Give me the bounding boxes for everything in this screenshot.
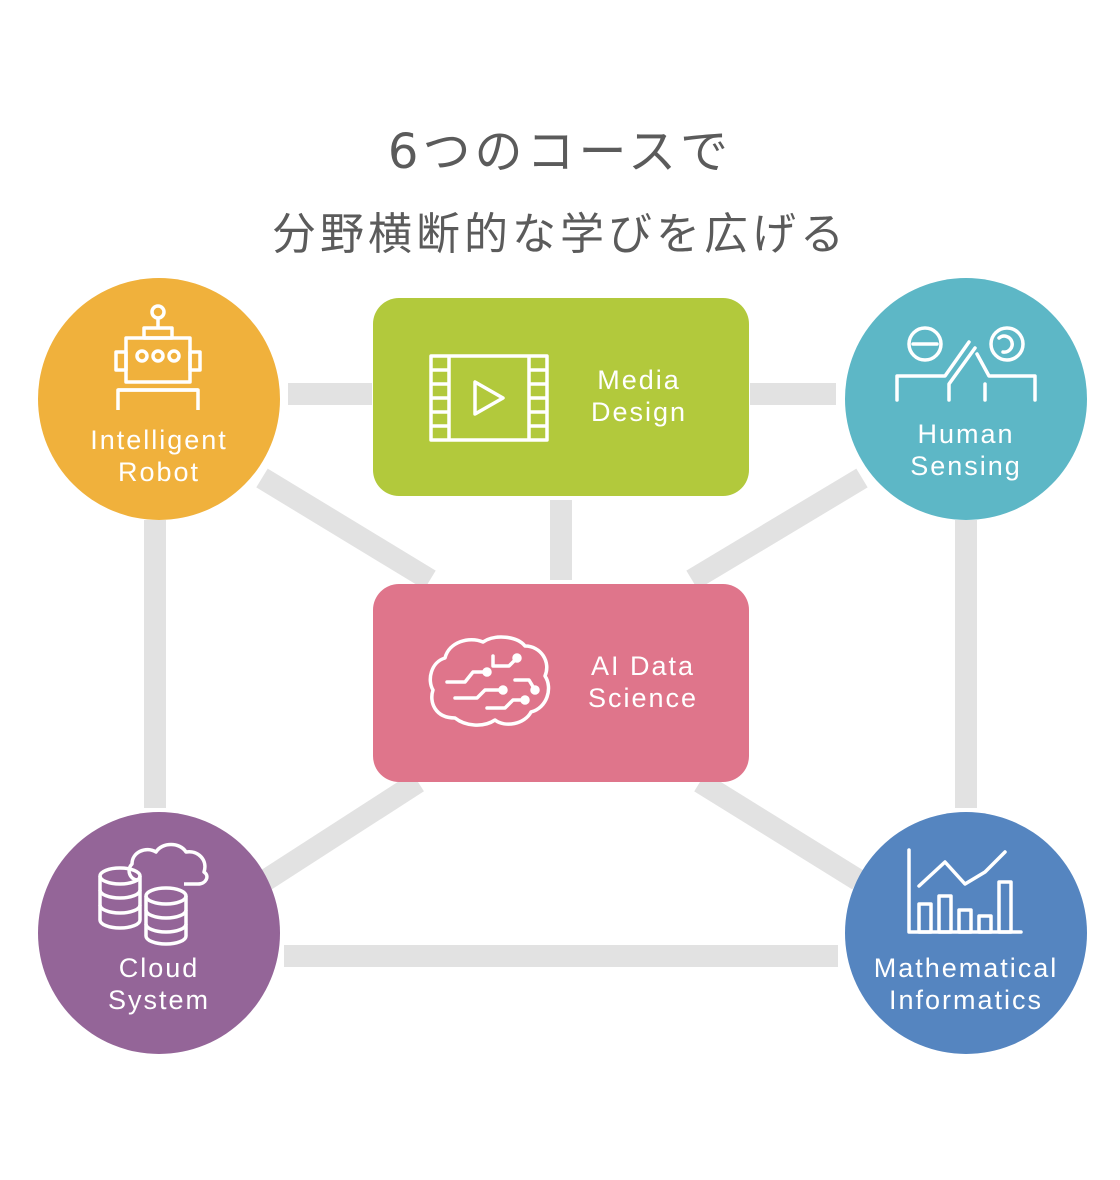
video-play-icon — [429, 354, 549, 442]
people-high-five-icon — [895, 326, 1037, 402]
link-human-ai — [686, 468, 868, 590]
course-intelligent-robot[interactable]: Intelligent Robot — [38, 278, 280, 520]
link-ai-cloud — [260, 772, 424, 890]
course-mathematical-informatics[interactable]: Mathematical Informatics — [845, 812, 1087, 1054]
course-media-design[interactable]: Media Design — [373, 298, 749, 496]
cloud-database-icon — [98, 842, 209, 946]
course-label: Cloud System — [107, 953, 211, 1015]
course-label: Intelligent Robot — [90, 425, 228, 487]
robot-icon — [114, 304, 202, 410]
course-label: AI Data Science — [587, 651, 699, 713]
link-robot-ai — [256, 468, 436, 590]
course-human-sensing[interactable]: Human Sensing — [845, 278, 1087, 520]
heading-line-2: 分野横断的な学びを広げる — [272, 209, 848, 260]
brain-circuit-icon — [428, 635, 551, 727]
course-label: Human Sensing — [910, 419, 1022, 481]
course-label: Media Design — [590, 365, 688, 427]
course-cloud-system[interactable]: Cloud System — [38, 812, 280, 1054]
course-label: Mathematical Informatics — [873, 953, 1059, 1015]
bar-line-chart-icon — [907, 848, 1023, 934]
course-ai-data-science[interactable]: AI Data Science — [373, 584, 749, 782]
heading-line-1: 6つのコースで — [387, 124, 733, 180]
link-ai-math — [694, 772, 864, 890]
